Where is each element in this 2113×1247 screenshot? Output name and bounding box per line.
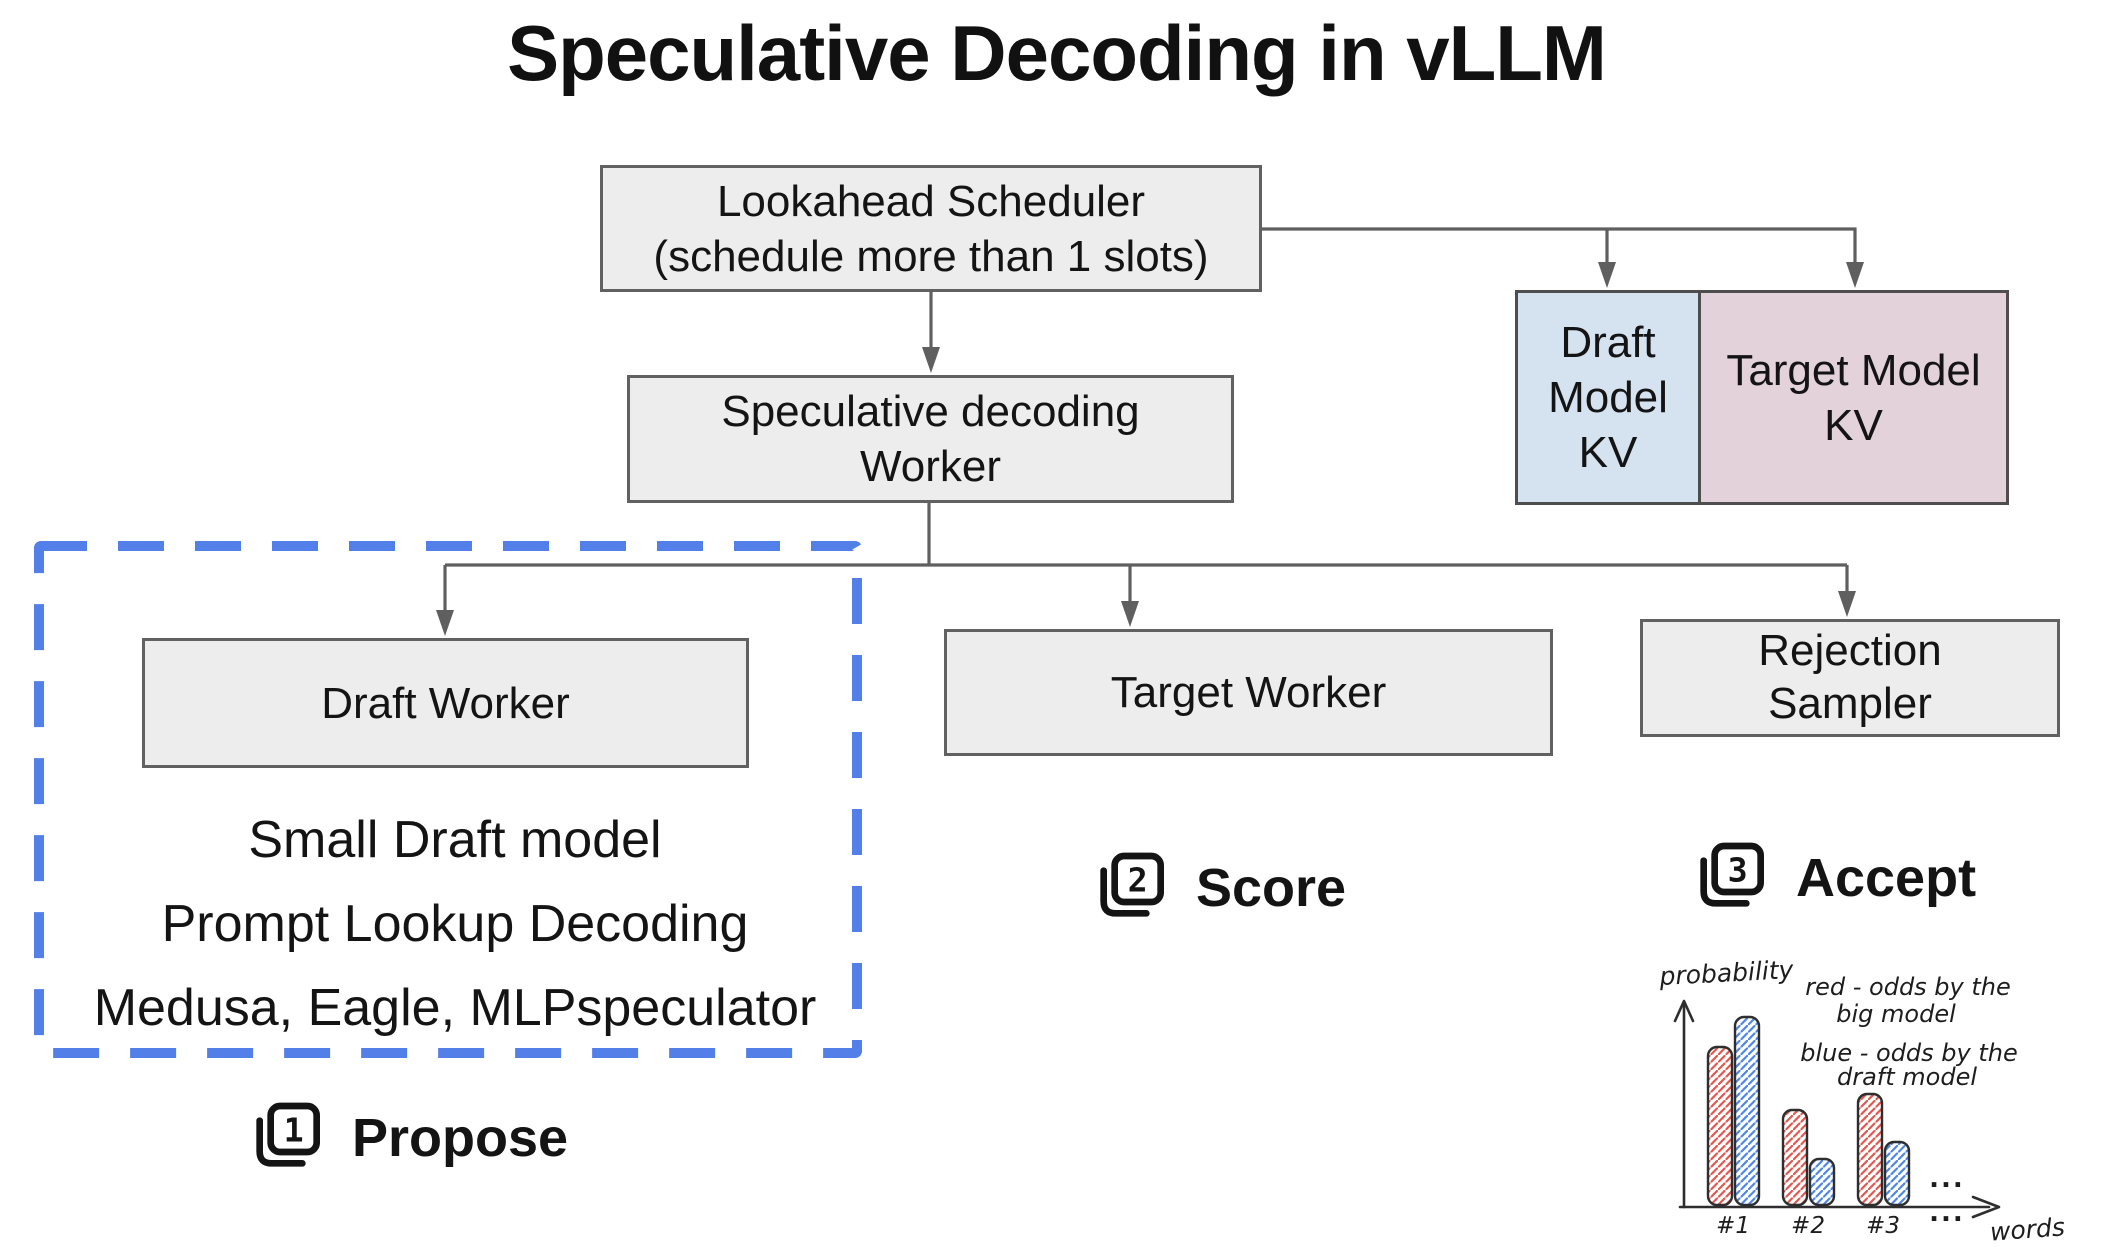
lookahead-line1: Lookahead Scheduler [716,176,1146,226]
propose-label: Propose [352,1108,569,1168]
draft-methods-text: Small Draft model Prompt Lookup Decoding… [60,798,850,1050]
blue-bar-#1 [1733,1015,1761,1207]
chart-ylabel: probability [1658,955,1795,991]
filter-2-icon: 2 [1100,852,1165,917]
draft-kv-line2: Model [1548,373,1668,422]
arrowhead-spec-worker [922,347,940,373]
step-accept: 3 Accept [1690,838,1976,918]
chart-tick-#3: #3 [1866,1213,1900,1239]
rejection-line2: Sampler [1768,679,1932,728]
draft-methods-line3: Medusa, Eagle, MLPspeculator [93,979,817,1037]
blue-bar-#2 [1808,1157,1836,1207]
arrowhead-draft-worker [436,610,454,636]
legend-blue-line1: blue - odds by the [1800,1039,2018,1067]
node-lookahead-scheduler: Lookahead Scheduler (schedule more than … [600,165,1262,292]
step-3-number: 3 [1728,851,1748,890]
filter-1-icon: 1 [256,1102,321,1167]
node-target-worker: Target Worker [944,629,1553,756]
spec-worker-line1: Speculative decoding [721,387,1140,436]
target-kv-line2: KV [1824,400,1883,450]
step-propose: 1 Propose [246,1098,568,1178]
arrowhead-draft-kv [1598,262,1616,288]
chart-ellipsis-upper: ... [1929,1164,1965,1194]
probability-chart: probability #1 #2 #3 ... ... words red - o… [1658,955,2066,1247]
chart-x-axis-arrow [1971,1195,2001,1219]
red-bar-#2 [1781,1108,1809,1207]
chart-bars [1706,1015,1911,1207]
edge-lookahead-to-target-kv [1262,227,1857,280]
node-target-model-kv: Target Model KV [1698,290,2009,505]
page-title: Speculative Decoding in vLLM [507,9,1607,97]
target-worker-label: Target Worker [1110,668,1387,717]
chart-tick-labels: #1 #2 #3 [1716,1213,1900,1239]
red-bar-#3 [1856,1092,1884,1207]
target-kv-line1: Target Model [1726,345,1981,395]
score-label: Score [1196,858,1347,918]
chart-xlabel: words [1989,1212,2066,1246]
step-1-number: 1 [284,1111,304,1150]
lookahead-line2: (schedule more than 1 slots) [653,231,1209,281]
node-speculative-decoding-worker: Speculative decoding Worker [627,375,1234,503]
draft-kv-line1: Draft [1560,318,1656,367]
node-draft-worker: Draft Worker [142,638,749,768]
arrowhead-target-kv [1846,262,1864,288]
node-rejection-sampler: Rejection Sampler [1640,619,2060,737]
accept-label: Accept [1796,848,1977,908]
chart-y-axis-arrow [1673,999,1695,1023]
draft-methods-line2: Prompt Lookup Decoding [161,895,749,953]
rejection-line1: Rejection [1758,626,1942,676]
blue-bar-#3 [1883,1140,1911,1207]
draft-methods-line1: Small Draft model [248,811,662,869]
filter-3-icon: 3 [1700,842,1765,907]
draft-worker-label: Draft Worker [321,678,570,728]
legend-blue-line2: draft model [1837,1063,1977,1091]
chart-ellipsis-lower: ... [1929,1198,1965,1228]
arrowhead-rejection-sampler [1838,591,1856,617]
legend-red-line1: red - odds by the [1805,973,2011,1001]
node-draft-model-kv: Draft Model KV [1515,290,1701,505]
chart-tick-#1: #1 [1716,1213,1750,1239]
spec-worker-line2: Worker [860,442,1001,491]
arrowhead-target-worker [1121,601,1139,627]
red-bar-#1 [1706,1045,1734,1207]
legend-red-line2: big model [1836,1000,1956,1028]
chart-tick-#2: #2 [1791,1213,1825,1239]
step-score: 2 Score [1090,848,1346,928]
draft-kv-line3: KV [1578,428,1638,477]
step-2-number: 2 [1128,861,1148,900]
